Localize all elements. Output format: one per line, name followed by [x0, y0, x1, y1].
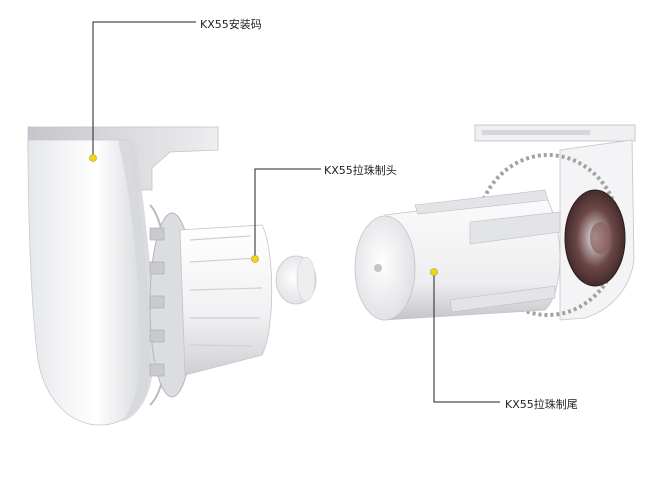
control-head-nub-face — [296, 256, 316, 302]
label-bracket: KX55安装码 — [200, 18, 262, 31]
marker-dot-control-tail — [430, 268, 438, 276]
control-tail-axle-hole — [374, 264, 382, 272]
marker-dot-bracket — [89, 154, 97, 162]
control-tail-gear-hub — [590, 222, 610, 254]
marker-dot-control-head — [251, 255, 259, 263]
control-tail-mount-groove — [482, 130, 590, 135]
callout-bracket — [89, 21, 196, 162]
label-control-tail: KX55拉珠制尾 — [505, 398, 578, 411]
callout-control-head — [251, 168, 321, 263]
leader-line-control-tail — [433, 272, 500, 403]
leader-line-control-head — [254, 168, 321, 259]
control-head-teeth — [149, 227, 165, 377]
control-head — [149, 212, 317, 398]
control-tail-front-face — [354, 215, 416, 321]
control-tail-rails — [414, 189, 561, 313]
control-tail — [354, 124, 636, 321]
leader-line-bracket — [92, 21, 196, 158]
control-head-cylinder — [179, 224, 273, 376]
label-control-head: KX55拉珠制头 — [324, 164, 397, 177]
callout-control-tail — [430, 268, 500, 403]
bracket-side-shade — [118, 140, 155, 422]
control-head-ribs — [189, 235, 263, 347]
